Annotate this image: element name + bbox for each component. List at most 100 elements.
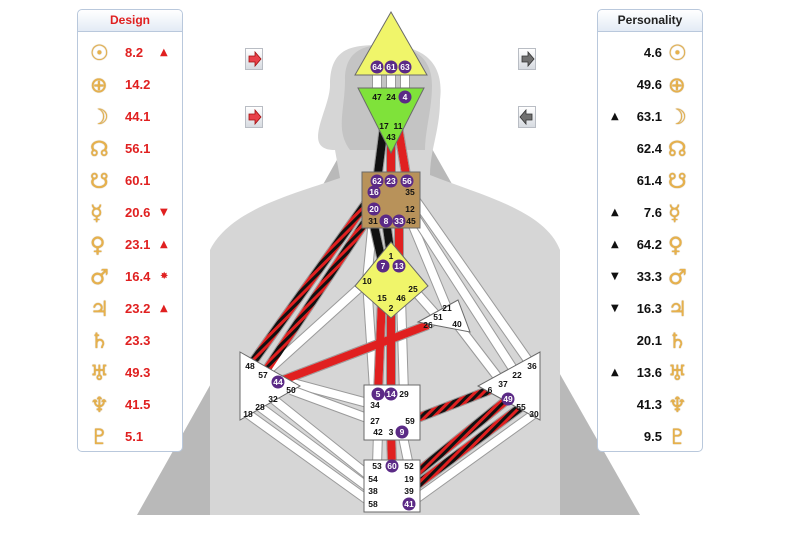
channel-16-48	[246, 189, 378, 369]
gate-16: 16	[369, 187, 379, 197]
activation-value: 23.1	[125, 237, 151, 252]
activation-value: 13.6	[636, 365, 662, 380]
gate-8-marker	[379, 214, 393, 228]
activation-value: 5.1	[125, 429, 144, 444]
gate-40: 40	[452, 319, 462, 329]
mars-icon: ♂	[90, 265, 109, 289]
design-row-mercury: ☿20.6▼	[78, 198, 182, 228]
gate-6: 6	[488, 385, 493, 395]
channel-26-44-design	[276, 321, 430, 386]
channel-6-59	[408, 386, 492, 425]
gate-64: 64	[372, 62, 382, 72]
gate-60: 60	[387, 461, 397, 471]
gate-38: 38	[368, 486, 378, 496]
gate-13-marker	[392, 259, 406, 273]
activation-value: 49.3	[125, 365, 151, 380]
design-row-mars: ♂16.4✸	[78, 262, 182, 292]
personality-row-mars: ♂ 33.3 ▼	[598, 262, 702, 292]
gate-61-marker	[384, 60, 398, 74]
earth-icon: ⊕	[90, 73, 108, 97]
gate-55: 55	[516, 402, 526, 412]
activation-value: 23.3	[125, 333, 151, 348]
gate-46: 46	[396, 293, 406, 303]
design-row-north-node: ☊ 56.1	[78, 134, 182, 164]
jupiter-icon: ♃	[668, 297, 687, 321]
activation-value: 60.1	[125, 173, 151, 188]
personality-row-neptune: ♆ 41.3	[598, 390, 702, 420]
head-center	[354, 10, 428, 76]
personality-arrow-button-2[interactable]	[518, 106, 536, 128]
gate-26: 26	[423, 320, 433, 330]
uranus-icon: ♅	[90, 361, 109, 385]
design-arrow-button-2[interactable]	[245, 106, 263, 128]
gate-13: 13	[394, 261, 404, 271]
dignity-marker: ▲	[611, 239, 619, 250]
gate-39: 39	[404, 486, 414, 496]
arrow-right-icon	[248, 108, 262, 126]
gate-9: 9	[400, 427, 405, 437]
personality-row-pluto: ♇ 9.5	[598, 422, 702, 452]
gate-20-marker	[367, 202, 381, 216]
gate-63-marker	[398, 60, 412, 74]
gate-37: 37	[498, 379, 508, 389]
south-node-icon: ☋	[90, 169, 109, 193]
personality-row-mercury: ☿7.6▲	[598, 198, 702, 228]
gate-17: 17	[379, 121, 389, 131]
gate-16-marker	[367, 185, 381, 199]
activation-value: 14.2	[125, 77, 151, 92]
activation-value: 8.2	[125, 45, 144, 60]
activation-value: 61.4	[636, 173, 662, 188]
north-node-icon: ☊	[668, 137, 687, 161]
arrow-left-icon	[519, 108, 533, 126]
gate-1: 1	[389, 251, 394, 261]
gate-49-marker	[501, 392, 515, 406]
gate-11: 11	[394, 121, 403, 131]
moon-icon: ☽	[668, 105, 687, 129]
gate-59: 59	[405, 416, 415, 426]
design-row-venus: ♀23.1▲	[78, 230, 182, 260]
gate-43: 43	[386, 132, 396, 142]
earth-icon: ⊕	[668, 73, 686, 97]
design-row-jupiter: ♃23.2▲	[78, 294, 182, 324]
channel-12-22	[406, 206, 521, 378]
gate-7-marker	[376, 259, 390, 273]
channel-45-21	[407, 219, 451, 310]
gate-47: 47	[372, 92, 382, 102]
design-arrow-button-1[interactable]	[245, 48, 263, 70]
activation-value: 4.6	[643, 45, 662, 60]
gate-56-marker	[400, 174, 414, 188]
spleen-center	[239, 351, 302, 421]
activation-value: 9.5	[643, 429, 662, 444]
sun-icon: ☉	[668, 41, 687, 65]
gate-8: 8	[384, 216, 389, 226]
gate-33-marker	[392, 214, 406, 228]
activation-value: 33.3	[636, 269, 662, 284]
gate-23: 23	[386, 176, 396, 186]
neptune-icon: ♆	[90, 393, 109, 417]
dignity-marker: ▼	[611, 303, 619, 314]
mars-icon: ♂	[668, 265, 687, 289]
activation-value: 41.3	[636, 397, 662, 412]
north-node-icon: ☊	[90, 137, 109, 161]
gate-31: 31	[368, 216, 378, 226]
activation-value: 49.6	[636, 77, 662, 92]
channel-28-38	[257, 403, 376, 495]
gate-44-marker	[271, 375, 285, 389]
uranus-icon: ♅	[668, 361, 687, 385]
activation-value: 64.2	[636, 237, 662, 252]
activation-value: 62.4	[636, 141, 662, 156]
activation-value: 20.1	[636, 333, 662, 348]
neptune-icon: ♆	[668, 393, 687, 417]
mercury-icon: ☿	[90, 201, 103, 225]
activation-value: 16.4	[125, 269, 151, 284]
personality-arrow-button-1[interactable]	[518, 48, 536, 70]
dignity-marker: ▼	[611, 271, 619, 282]
activation-value: 16.3	[636, 301, 662, 316]
gate-30: 30	[529, 409, 539, 419]
activation-value: 56.1	[125, 141, 151, 156]
pluto-icon: ♇	[668, 425, 687, 449]
gate-50: 50	[286, 385, 296, 395]
gate-62: 62	[372, 176, 382, 186]
gate-22: 22	[512, 370, 522, 380]
activation-value: 44.1	[125, 109, 151, 124]
